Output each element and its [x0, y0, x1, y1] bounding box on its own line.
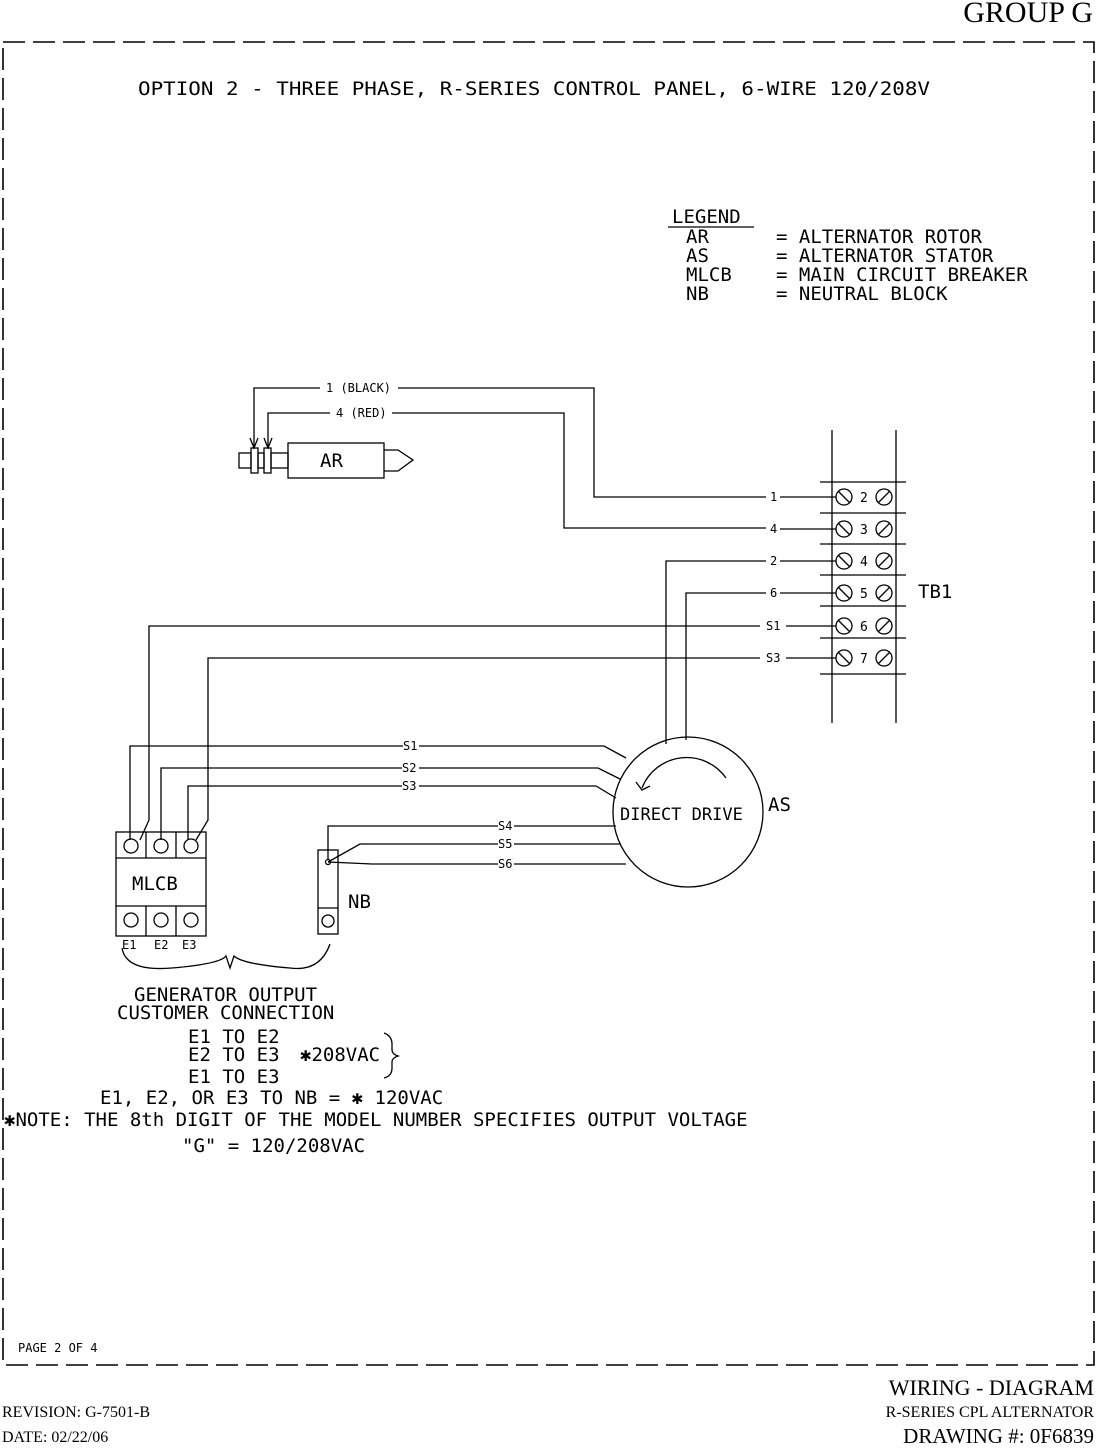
- output-notes: GENERATOR OUTPUT CUSTOMER CONNECTION E1 …: [4, 984, 748, 1157]
- output-pair: E1 TO E3: [188, 1066, 280, 1088]
- diagram-title: OPTION 2 - THREE PHASE, R-SERIES CONTROL…: [138, 78, 930, 100]
- rotor-wire-1: [253, 387, 320, 446]
- terminal-number: 7: [860, 652, 868, 667]
- output-pair: E1 TO E2: [188, 1026, 280, 1048]
- main-circuit-breaker: MLCB E1 E2 E3: [115, 831, 207, 952]
- legend-code: MLCB: [686, 264, 732, 286]
- legend-desc: = ALTERNATOR ROTOR: [776, 226, 982, 248]
- wire-label: S1: [403, 739, 417, 753]
- output-pair: E2 TO E3: [188, 1044, 280, 1066]
- wire-label: S2: [402, 761, 416, 775]
- stator-label: AS: [768, 794, 791, 816]
- voltage-brace: [383, 1032, 401, 1079]
- legend-code: AR: [686, 226, 709, 248]
- terminal-number: 3: [860, 523, 868, 538]
- footer-subtitle: R-SERIES CPL ALTERNATOR: [885, 1404, 1094, 1421]
- footer-drawing: DRAWING #: 0F6839: [903, 1424, 1094, 1448]
- mlcb-label: MLCB: [132, 873, 178, 895]
- wire-label: S1: [766, 619, 780, 633]
- wire-label: S5: [498, 837, 512, 851]
- wire-label: 1: [770, 490, 777, 504]
- output-voltage: ✱208VAC: [300, 1044, 380, 1066]
- mlcb-terminal: E1: [122, 938, 136, 952]
- neutral-block: NB: [317, 849, 371, 935]
- wire-label: S3: [402, 779, 416, 793]
- legend-desc: = ALTERNATOR STATOR: [776, 245, 994, 267]
- alternator-stator: DIRECT DRIVE AS: [612, 736, 791, 888]
- rotor-label: AR: [320, 450, 343, 472]
- mlcb-terminal: E3: [182, 938, 196, 952]
- output-brace: [121, 943, 331, 971]
- model-note: ✱NOTE: THE 8th DIGIT OF THE MODEL NUMBER…: [4, 1109, 748, 1131]
- output-line1: GENERATOR OUTPUT: [134, 984, 317, 1006]
- alternator-rotor: AR 1 (BLACK) 4 (RED): [238, 381, 766, 529]
- rotor-wire-label-1: 1 (BLACK): [326, 381, 391, 395]
- legend-code: NB: [686, 283, 709, 305]
- tb1-wires: 1 4 2 6 S1 S3: [139, 490, 836, 841]
- wire-label: 6: [770, 586, 777, 600]
- terminal-number: 2: [860, 491, 868, 506]
- terminal-block-tb1: 2 3 4 5 6 7 TB1: [820, 430, 952, 723]
- model-note-value: "G" = 120/208VAC: [182, 1135, 365, 1157]
- stator-wires: S1 S2 S3 S4 S5 S6: [129, 739, 627, 871]
- nb-label: NB: [348, 891, 371, 913]
- footer-revision: REVISION: G-7501-B: [2, 1404, 150, 1421]
- rotor-wire-label-4: 4 (RED): [336, 406, 387, 420]
- page-label: PAGE 2 OF 4: [18, 1341, 97, 1355]
- wire-label: 4: [770, 522, 777, 536]
- footer-date: DATE: 02/22/06: [2, 1429, 109, 1446]
- footer-title: WIRING - DIAGRAM: [888, 1375, 1094, 1400]
- legend-code: AS: [686, 245, 709, 267]
- legend-desc: = MAIN CIRCUIT BREAKER: [776, 264, 1028, 286]
- legend: LEGEND AR = ALTERNATOR ROTOR AS = ALTERN…: [668, 206, 1028, 305]
- legend-desc: = NEUTRAL BLOCK: [776, 283, 948, 305]
- terminal-number: 4: [860, 555, 868, 570]
- legend-heading: LEGEND: [672, 206, 741, 228]
- neutral-voltage-line: E1, E2, OR E3 TO NB = ✱ 120VAC: [100, 1087, 443, 1109]
- group-label: GROUP G: [963, 0, 1093, 29]
- frame-border: [2, 41, 1095, 1366]
- wire-label: S6: [498, 857, 512, 871]
- mlcb-terminal: E2: [154, 938, 168, 952]
- stator-inner-label: DIRECT DRIVE: [620, 805, 743, 825]
- wire-label: S3: [766, 651, 780, 665]
- terminal-number: 5: [860, 587, 868, 602]
- terminal-number: 6: [860, 620, 868, 635]
- output-line2: CUSTOMER CONNECTION: [117, 1002, 334, 1024]
- rotor-wire-4: [267, 412, 330, 446]
- wire-label: 2: [770, 554, 777, 568]
- tb1-label: TB1: [918, 581, 952, 603]
- wire-label: S4: [498, 819, 512, 833]
